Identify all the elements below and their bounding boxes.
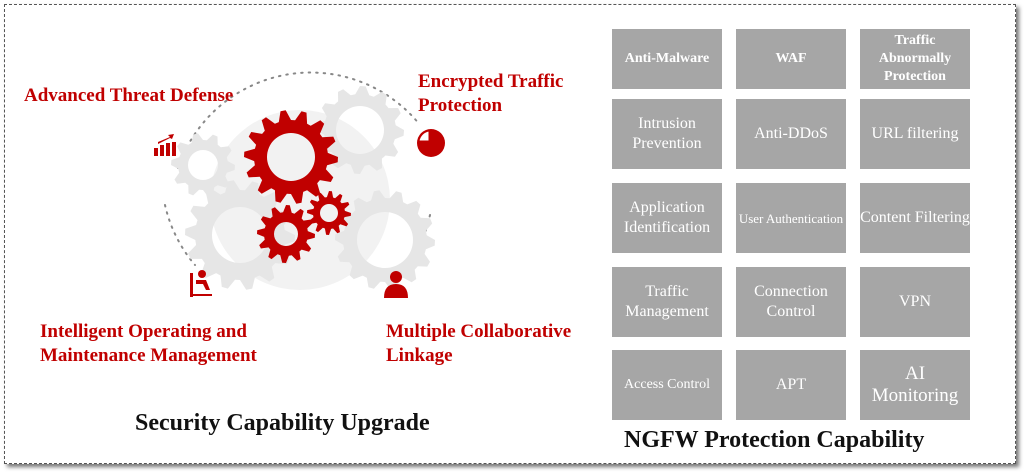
label-advanced-threat-defense: Advanced Threat Defense: [24, 85, 234, 106]
gear-icon: [244, 110, 338, 204]
gear-icon: [335, 190, 435, 290]
businessman-icon: [384, 271, 408, 298]
tile-vpn: VPN: [860, 267, 970, 337]
tile-application-identification: Application Identification: [612, 183, 722, 253]
diagram-frame: [4, 4, 1016, 464]
tile-apt: APT: [736, 350, 846, 420]
gear-icon: [257, 205, 315, 263]
tile-ai-monitoring: AI Monitoring: [860, 350, 970, 420]
tile-url-filtering: URL filtering: [860, 99, 970, 169]
tile-access-control: Access Control: [612, 350, 722, 420]
pie-chart-icon: [417, 129, 445, 157]
bar-chart-icon: [154, 134, 176, 156]
gears-illustration: [154, 71, 445, 298]
tile-content-filtering: Content Filtering: [860, 183, 970, 253]
label-intelligent-operating: Intelligent Operating and Maintenance Ma…: [40, 321, 257, 366]
label-multiple-collaborative-linkage: Multiple Collaborative Linkage: [386, 321, 572, 366]
tile-connection-control: Connection Control: [736, 267, 846, 337]
tile-traffic-management: Traffic Management: [612, 267, 722, 337]
gear-icon: [171, 133, 235, 197]
tile-traffic-abnormally-protection: Traffic Abnormally Protection: [860, 29, 970, 89]
tile-user-authentication: User Authentication: [736, 183, 846, 253]
label-encrypted-traffic-protection: Encrypted Traffic Protection: [418, 71, 564, 116]
right-title: NGFW Protection Capability: [624, 427, 925, 453]
gear-icon: [316, 86, 404, 174]
left-title: Security Capability Upgrade: [135, 410, 430, 436]
tile-anti-malware: Anti-Malware: [612, 29, 722, 89]
tile-waf: WAF: [736, 29, 846, 89]
dotted-arc-top: [177, 71, 421, 169]
person-at-desk-icon: [190, 270, 212, 297]
gear-icon: [185, 180, 295, 290]
tile-anti-ddos: Anti-DDoS: [736, 99, 846, 169]
gear-icon: [307, 191, 351, 235]
tile-intrusion-prevention: Intrusion Prevention: [612, 99, 722, 169]
